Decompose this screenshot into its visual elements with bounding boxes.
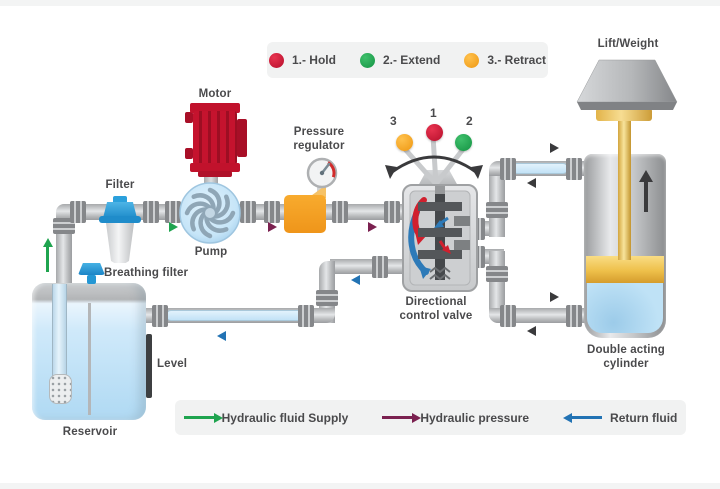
valve-lever-icon [385, 133, 483, 187]
top-border [0, 0, 720, 6]
legend-item-pressure: Hydraulic pressure [382, 411, 529, 425]
filter-label: Filter [105, 179, 135, 191]
pressure-regulator-label: Pressure regulator [293, 126, 345, 152]
extend-state-icon [359, 52, 375, 68]
valve-position-2-indicator [455, 134, 472, 151]
supply-arrow-icon [183, 416, 214, 419]
motor-handle [237, 119, 247, 157]
pipe-coupling [316, 290, 338, 306]
valve-position-1-label: 1 [430, 106, 437, 120]
pipe-coupling [298, 305, 314, 327]
sight-tube-top [512, 163, 568, 174]
pipe-coupling [566, 305, 582, 327]
pipe-coupling [500, 305, 516, 327]
legend-item-supply: Hydraulic fluid Supply [183, 410, 349, 425]
pump-label: Pump [194, 246, 228, 258]
pipe-coupling [165, 201, 181, 223]
legend-item-hold: 1.- Hold [268, 52, 336, 68]
return-label: Return fluid [610, 410, 678, 425]
pressure-label: Hydraulic pressure [420, 410, 530, 425]
valve-position-3-label: 3 [390, 114, 397, 128]
lift-weight-label: Lift/Weight [597, 38, 659, 50]
cylinder-label: Double acting cylinder [587, 344, 665, 370]
bottom-border [0, 483, 720, 489]
return-arrow-icon [572, 416, 603, 419]
pressure-gauge-icon [306, 157, 338, 189]
motor-label: Motor [198, 88, 232, 100]
pipe-coupling [53, 218, 75, 234]
pipe-coupling [566, 158, 582, 180]
filter-bowl [106, 223, 134, 263]
breathing-filter-icon [78, 263, 105, 275]
level-label: Level [157, 358, 188, 370]
legend-item-retract: 3.- Retract [464, 52, 547, 68]
retract-state-icon [464, 52, 480, 68]
motor-tab [185, 148, 193, 159]
flow-legend: Hydraulic fluid Supply Hydraulic pressur… [175, 400, 686, 435]
piston-rod [618, 112, 631, 260]
pipe-coupling [486, 202, 508, 218]
valve-position-3-indicator [396, 134, 413, 151]
suction-pipe [52, 284, 67, 383]
state-legend: 1.- Hold 2.- Extend 3.- Retract [267, 42, 548, 78]
pipe-coupling [152, 305, 168, 327]
reservoir-label: Reservoir [62, 426, 118, 438]
lift-weight-icon [576, 59, 678, 110]
filter-brim [99, 216, 141, 223]
pipe-coupling [264, 201, 280, 223]
lift-base-plate [596, 108, 652, 121]
flow-arrow-supply-up [46, 247, 49, 272]
filter-cap-top [113, 196, 127, 204]
pipe-coupling [240, 201, 256, 223]
cylinder-piston [586, 256, 664, 283]
hold-state-icon [268, 52, 284, 68]
breathing-filter-stem [87, 275, 96, 284]
supply-label: Hydraulic fluid Supply [221, 410, 349, 425]
breathing-filter-label: Breathing filter [104, 267, 189, 279]
pipe-coupling [486, 266, 508, 282]
legend-item-return: Return fluid [563, 411, 677, 425]
pressure-regulator-block [284, 195, 326, 233]
motor-top-flange [190, 103, 240, 113]
valve-position-2-label: 2 [466, 114, 473, 128]
pipe-coupling [332, 201, 348, 223]
filter-cap [103, 202, 137, 218]
directional-valve-internals [408, 186, 471, 286]
extend-direction-arrow [644, 182, 648, 212]
motor-body [193, 111, 237, 165]
pipe-coupling [70, 201, 86, 223]
motor-bottom-flange [190, 163, 240, 172]
pipe-return-upper [330, 259, 402, 274]
return-dip-tube [88, 303, 91, 415]
pipe-riser-top [489, 163, 505, 237]
suction-strainer [49, 374, 72, 404]
pipe-coupling [372, 256, 388, 278]
retract-state-label: 3.- Retract [487, 53, 547, 67]
pressure-arrow-icon [382, 416, 413, 419]
pipe-coupling [500, 158, 516, 180]
level-gauge [146, 334, 152, 398]
extend-state-label: 2.- Extend [382, 53, 441, 67]
pump-impeller [179, 182, 241, 244]
legend-item-extend: 2.- Extend [359, 52, 441, 68]
motor-tab [185, 112, 193, 123]
motor-base [198, 171, 232, 177]
directional-valve-label: Directional control valve [399, 296, 473, 322]
sight-tube-return [166, 310, 310, 321]
pipe-coupling [143, 201, 159, 223]
hold-state-label: 1.- Hold [291, 53, 336, 67]
valve-position-1-indicator [426, 124, 443, 141]
cylinder-fluid [587, 282, 663, 333]
pipe-coupling [384, 201, 400, 223]
